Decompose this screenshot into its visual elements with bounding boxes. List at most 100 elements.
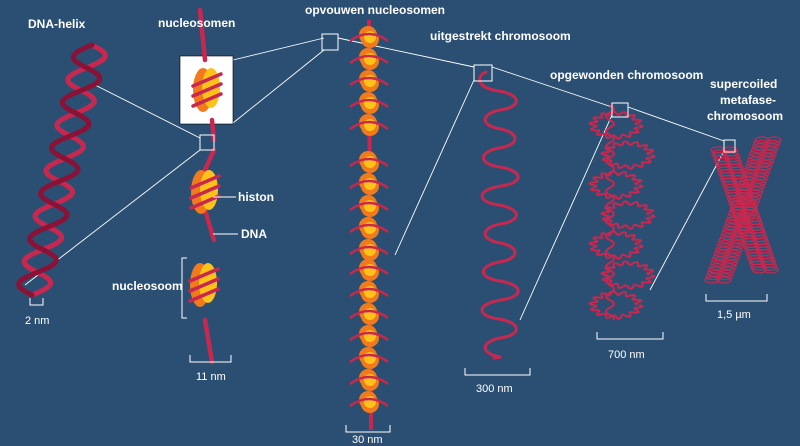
connector-line (649, 150, 725, 291)
linker-dna (197, 7, 217, 365)
zoom-marker (723, 139, 736, 153)
connector-line (627, 106, 725, 142)
chromatid-coil (715, 246, 731, 254)
label-dna: DNA (241, 227, 267, 241)
connector-line (337, 37, 475, 68)
chromatid-coil (754, 169, 770, 177)
scale-bracket (29, 298, 44, 306)
coiled-loop (588, 290, 644, 320)
chromatid-coil (755, 166, 771, 174)
chromatid-coil (730, 203, 746, 211)
chromatid-coil (709, 263, 725, 271)
coiled-loop (588, 110, 644, 140)
nucleosome-inset-dna-wrap (191, 92, 223, 108)
chromatid-coil (738, 213, 755, 221)
chromatid-coil (734, 226, 750, 234)
chromatid-coil (761, 149, 777, 157)
nucleosome-dna-wrap (188, 267, 220, 283)
chromatid-coil (721, 263, 737, 271)
chromatid-coil (718, 269, 735, 277)
chromatid-coil (742, 169, 758, 177)
chromatid-coil (758, 159, 774, 167)
chromatid-coil (754, 136, 770, 144)
chromatid-coil (762, 146, 779, 154)
zoom-marker (199, 134, 215, 151)
nucleosome-dna-wrap (188, 277, 220, 293)
chromatid-coil (718, 236, 734, 244)
fiber-dna-wrap (349, 331, 389, 342)
chromatid-coil (751, 143, 768, 151)
chromatid-coil (762, 263, 778, 271)
fiber-dna-wrap (349, 157, 389, 168)
connector-line (232, 49, 325, 124)
chromatid-coil (747, 156, 763, 164)
label-folded-nucleosomes: opvouwen nucleosomen (305, 3, 445, 17)
chromatid-coil (759, 156, 775, 164)
connector-line (491, 66, 613, 108)
label-coiled-chromosome: opgewonden chromosoom (550, 68, 703, 82)
coiled-loop (600, 260, 656, 290)
scale-bracket (189, 355, 232, 363)
chromatid-coil (711, 256, 727, 264)
chromatid-coil (707, 266, 724, 274)
zoom-markers (199, 33, 736, 153)
chromatid-coil (704, 276, 720, 284)
chromatid-coil (716, 243, 732, 251)
chromatid-coil (719, 233, 736, 241)
coiled-loop (588, 230, 644, 260)
chromatid-coil (724, 219, 740, 227)
chromatid-coil (756, 163, 773, 171)
scale-bracket (596, 332, 664, 340)
chromatid-coil (749, 183, 765, 191)
metaphase-chromosome-illustration (704, 136, 782, 284)
chromatid-coil (748, 186, 764, 194)
chromatid-coil (719, 266, 736, 274)
chromatid-coil (765, 139, 781, 147)
extended-chromosome-illustration (478, 70, 520, 360)
chromatid-coil (725, 216, 742, 224)
scale-folded-nucleosomes: 30 nm (352, 434, 383, 446)
fiber-dna-wrap (349, 120, 389, 131)
chromatid-coil (744, 196, 761, 204)
zoom-marker (321, 33, 339, 51)
label-extended-chromosome: uitgestrekt chromosoom (430, 29, 571, 43)
chromatid-coil (730, 236, 746, 244)
scale-supercoiled-chromosome: 1,5 µm (717, 309, 751, 321)
chromatid-coil (746, 159, 762, 167)
chromatid-coil (721, 229, 737, 237)
chromatid-coil (744, 163, 761, 171)
scale-bracket (464, 368, 531, 376)
fiber-dna-wrap (349, 32, 389, 43)
chromatid-coil (729, 239, 745, 247)
dna-strand (16, 42, 103, 298)
chromatid-coil (728, 243, 744, 251)
chromatid-coil (752, 176, 768, 184)
chromatid-coil (731, 233, 748, 241)
coiled-loop (588, 170, 644, 200)
chromatid-coil (735, 223, 751, 231)
chromatid-coil (750, 179, 767, 187)
fiber-dna-wrap (349, 287, 389, 298)
label-dna-helix: DNA-helix (28, 17, 86, 31)
fiber-dna-wrap (349, 98, 389, 109)
nucleosome-inset-dna-wrap (191, 72, 223, 88)
chromatid-coil (717, 239, 733, 247)
chromatid-coil (725, 249, 742, 257)
chromatid-coil (741, 173, 757, 181)
chromatid-coil (738, 179, 755, 187)
chromatid-coil (740, 176, 756, 184)
chromatid-coil (729, 206, 745, 214)
chromatid-coil (723, 256, 739, 264)
chromatid-coil (737, 183, 753, 191)
nucleosome-dna-wrap (188, 287, 220, 303)
chromatid-coil (732, 196, 749, 204)
scale-bracket (345, 425, 391, 433)
chromatid-coil (705, 273, 721, 281)
chromatid-coil (735, 189, 751, 197)
nucleosome-dna-wrap (189, 184, 221, 200)
label-nucleosome: nucleosoom (112, 279, 183, 293)
zoom-marker (611, 102, 629, 118)
dna-strand (21, 42, 108, 298)
chromatid-coil (743, 199, 760, 207)
fiber-dna-wrap (349, 397, 389, 408)
